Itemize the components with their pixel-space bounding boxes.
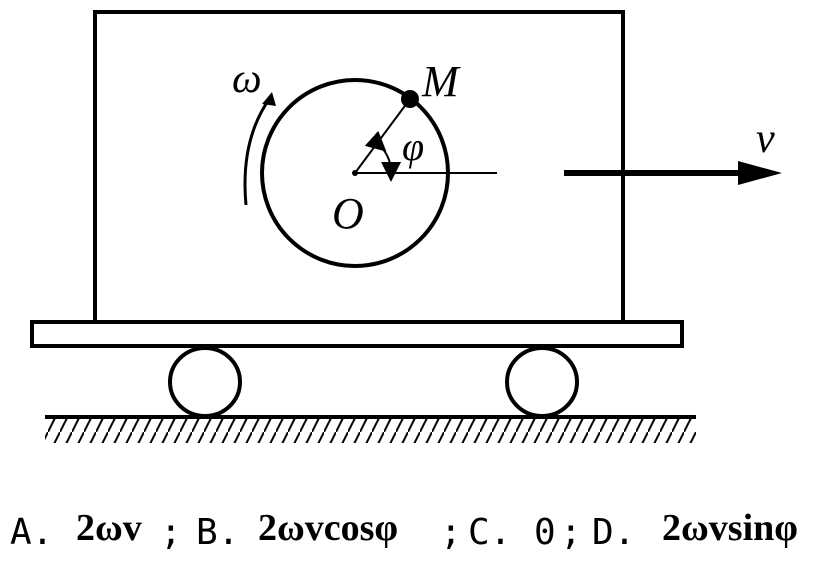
phi-label: φ <box>402 124 424 169</box>
angle-arc <box>364 130 402 182</box>
option-c-separator: ; <box>560 512 582 553</box>
option-b-expression: 2ωvcosφ <box>258 507 399 549</box>
omega-arrow <box>243 97 272 206</box>
option-b-letter: B. <box>196 512 240 553</box>
point-m <box>401 90 419 108</box>
omega-arrowhead <box>262 92 276 106</box>
velocity-arrowhead <box>738 161 782 185</box>
right-wheel <box>505 346 579 418</box>
point-m-label: M <box>421 57 461 106</box>
option-a-letter: A. <box>10 512 54 553</box>
option-d-expression: 2ωvsinφ <box>662 507 798 549</box>
answer-options: A. 2ωv ; B. 2ωvcosφ ; C. 0 ; D. 2ωvsinφ <box>10 506 830 576</box>
velocity-label: v <box>756 116 775 162</box>
left-wheel <box>168 346 242 418</box>
option-c-letter: C. <box>468 512 512 553</box>
cart-rotating-disc-diagram: ω M φ O v <box>30 10 782 443</box>
option-a-separator: ; <box>160 512 182 553</box>
option-a-expression: 2ωv <box>76 507 142 549</box>
ground-hatching <box>45 419 696 443</box>
omega-label: ω <box>232 56 262 102</box>
origin-label: O <box>332 189 364 238</box>
option-b-separator: ; <box>440 512 462 553</box>
option-d-letter: D. <box>592 512 636 553</box>
cart-platform <box>30 320 684 348</box>
option-c-expression: 0 <box>534 512 556 553</box>
